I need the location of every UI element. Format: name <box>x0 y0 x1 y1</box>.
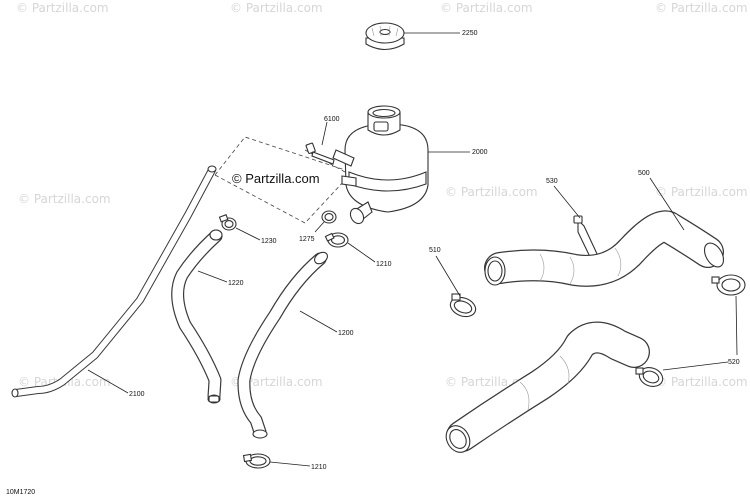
callout-1220: 1220 <box>228 280 244 287</box>
callout-2250: 2250 <box>462 30 478 37</box>
callout-520: 520 <box>728 359 740 366</box>
watermark-faint: © Partzilla.com <box>440 1 533 15</box>
callout-1230: 1230 <box>261 238 277 245</box>
coolant-hose-medium[interactable] <box>237 250 330 439</box>
hose-clamp-large[interactable] <box>448 293 479 320</box>
watermark-main: © Partzilla.com <box>232 171 320 186</box>
guide-line <box>214 136 346 176</box>
watermark-faint: © Partzilla.com <box>655 375 748 389</box>
callout-1210-bottom: 1210 <box>311 464 327 471</box>
callout-6100: 6100 <box>324 116 340 123</box>
radiator-hose-upper[interactable] <box>484 210 727 287</box>
watermark-faint: © Partzilla.com <box>16 1 109 15</box>
callout-1210: 1210 <box>376 261 392 268</box>
coolant-hose-small[interactable] <box>171 229 223 404</box>
hose-clamp[interactable] <box>324 232 349 248</box>
watermark-faint: © Partzilla.com <box>445 185 538 199</box>
callout-2100: 2100 <box>129 391 145 398</box>
watermark-faint: © Partzilla.com <box>230 375 323 389</box>
watermark-faint: © Partzilla.com <box>18 192 111 206</box>
callout-labels: 2250 6100 2000 1230 1275 1210 1220 1200 … <box>129 30 740 471</box>
watermark-faint: © Partzilla.com <box>655 185 748 199</box>
expansion-tank[interactable] <box>332 105 429 226</box>
hose-clamp-large[interactable] <box>635 364 665 389</box>
watermark-faint: © Partzilla.com <box>655 1 748 15</box>
hose-clamp-large[interactable] <box>711 274 746 296</box>
callout-510: 510 <box>429 247 441 254</box>
callout-500: 500 <box>638 170 650 177</box>
leader-lines <box>87 32 738 467</box>
diagram-code: 10M1720 <box>6 489 35 496</box>
screw[interactable] <box>305 142 335 165</box>
hose-clamp-small[interactable] <box>218 214 237 231</box>
callout-2000: 2000 <box>472 149 488 156</box>
hose-clamp[interactable] <box>242 453 271 469</box>
coolant-hose-long[interactable] <box>11 165 217 398</box>
hose-clamp-small[interactable] <box>321 210 337 224</box>
radiator-cap[interactable] <box>365 22 405 51</box>
callout-1275: 1275 <box>299 236 315 243</box>
radiator-hose-lower[interactable] <box>441 321 650 457</box>
callout-1200: 1200 <box>338 330 354 337</box>
callout-530: 530 <box>546 178 558 185</box>
watermark-faint: © Partzilla.com <box>230 1 323 15</box>
guide-line <box>214 174 346 224</box>
